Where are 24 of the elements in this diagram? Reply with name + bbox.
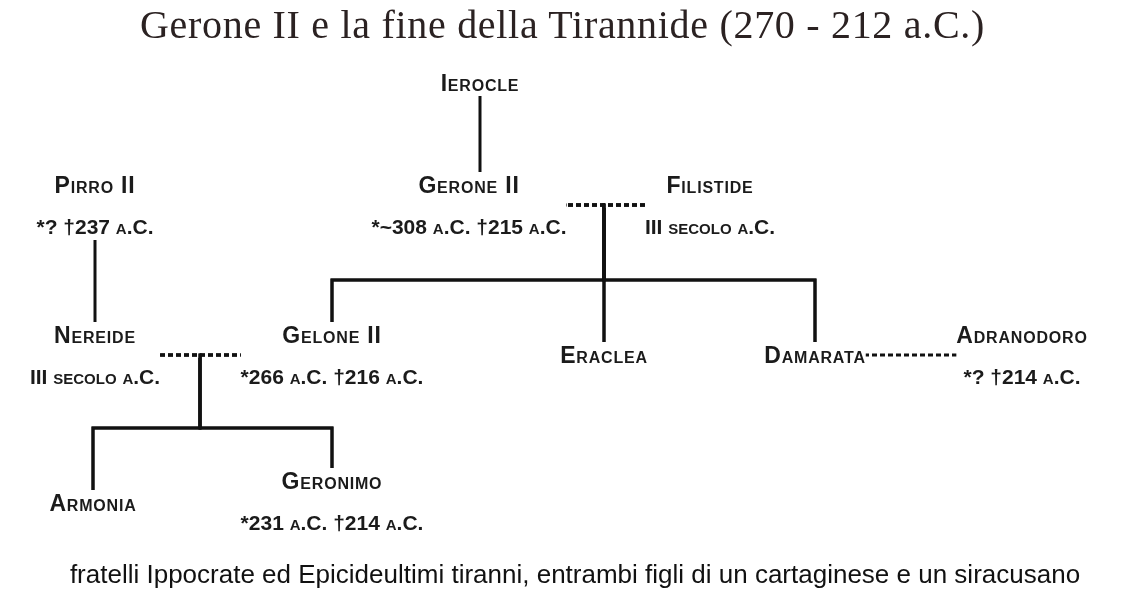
life-dates: *? †214 a.C. [963,364,1081,390]
dashed-connector [865,353,957,357]
person-name: Adranodoro [956,322,1088,348]
person-name: Ierocle [440,70,520,96]
person-name: Damarata [764,342,866,368]
person-name: Armonia [49,490,137,516]
connector-line [198,353,334,468]
life-dates: *? †237 a.C. [36,214,154,240]
person-name: Eraclea [560,342,648,368]
person-name: Pirro II [54,172,136,198]
person-name: Geronimo [281,468,383,494]
life-dates: III secolo a.C. [29,364,161,390]
footnote: fratelli Ippocrate ed Epicideultimi tiranni, entrambi figli di un cartaginese e un siracusano [69,559,1081,589]
person-name: Filistide [666,172,754,198]
person-name: Gelone II [282,322,382,348]
life-dates: III secolo a.C. [644,214,776,240]
connector-line [478,96,482,172]
person-name: Nereide [54,322,136,348]
life-dates: *266 a.C. †216 a.C. [240,364,424,390]
person-name: Gerone II [418,172,520,198]
title: Gerone II e la fine della Tirannide (270 - 212 a.C.) [139,2,986,48]
connector-line [93,240,97,322]
life-dates: *~308 a.C. †215 a.C. [371,214,567,240]
life-dates: *231 a.C. †214 a.C. [240,510,424,536]
